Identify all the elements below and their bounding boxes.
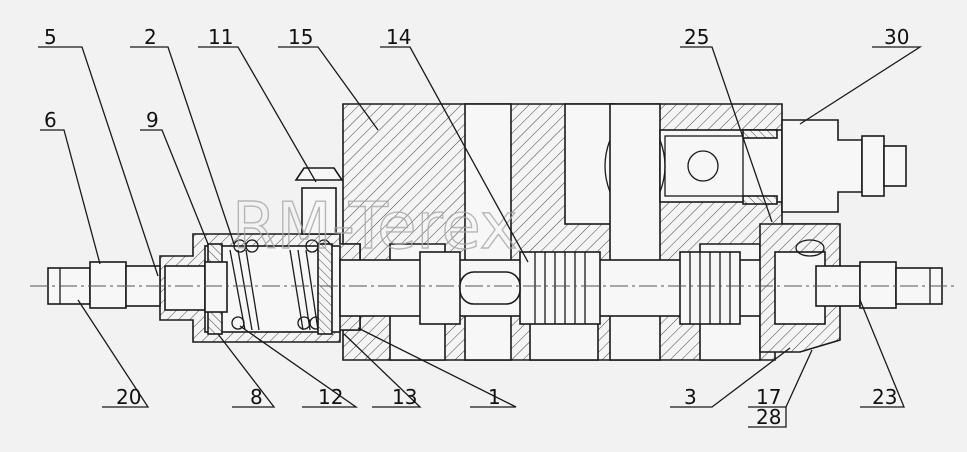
- leader-lines: [38, 46, 923, 428]
- callout-3: 3: [684, 385, 697, 409]
- callout-6: 6: [44, 108, 57, 132]
- callout-20: 20: [116, 385, 141, 409]
- spring-housing: [159, 233, 361, 343]
- breather-fitting: [294, 167, 344, 235]
- callout-11: 11: [208, 25, 233, 49]
- right-fitting: [815, 261, 943, 309]
- callout-13: 13: [392, 385, 417, 409]
- watermark: RM-Terex: [232, 190, 518, 264]
- callout-1: 1: [488, 385, 501, 409]
- left-fitting: [47, 261, 161, 309]
- check-valve-assembly: [604, 119, 907, 213]
- callout-8: 8: [250, 385, 263, 409]
- callout-12: 12: [318, 385, 343, 409]
- callout-9: 9: [146, 108, 159, 132]
- callout-15: 15: [288, 25, 313, 49]
- callout-17: 17: [756, 385, 781, 409]
- callout-5: 5: [44, 25, 57, 49]
- callout-30: 30: [884, 25, 909, 49]
- callout-28: 28: [756, 405, 781, 429]
- callout-14: 14: [386, 25, 411, 49]
- callout-25: 25: [684, 25, 709, 49]
- spool: [339, 251, 817, 325]
- callout-labels: 5 2 11 15 14 25 30 6 9 20 8 12 13 1 3 17…: [44, 25, 909, 429]
- callout-23: 23: [872, 385, 897, 409]
- callout-2: 2: [144, 25, 157, 49]
